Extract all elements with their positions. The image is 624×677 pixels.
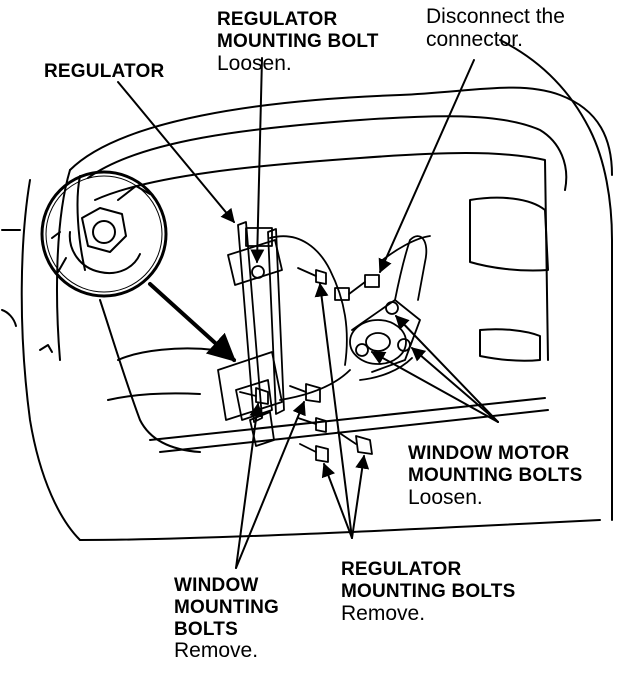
label-rmb-line2: MOUNTING BOLT (217, 31, 379, 52)
label-wmb-line1: WINDOW MOTOR (408, 443, 570, 464)
bolt-detail-icon (40, 170, 168, 298)
window-motor-icon (349, 235, 431, 381)
label-wmbs-line2: MOUNTING (174, 597, 280, 618)
label-rmb-line1: REGULATOR (217, 9, 338, 30)
label-rmbs-action: Remove. (341, 602, 426, 625)
label-wmb-line2: MOUNTING BOLTS (408, 465, 583, 486)
connector-icon (334, 274, 380, 301)
label-window-motor-bolts: WINDOW MOTOR MOUNTING BOLTS Loosen. (408, 444, 583, 508)
label-wmbs-line3: BOLTS (174, 619, 238, 640)
label-wmbs-action: Remove. (174, 639, 259, 662)
label-connector: Disconnect the connector. (426, 6, 565, 50)
label-rmb-action: Loosen. (217, 52, 292, 75)
label-wmbs-line1: WINDOW (174, 575, 259, 596)
window-regulator-icon (217, 221, 351, 447)
door-panel-icon (1, 39, 613, 541)
label-regulator-title: REGULATOR (44, 61, 165, 82)
label-wmb-action: Loosen. (408, 486, 483, 509)
label-regulator-mounting-bolt: REGULATOR MOUNTING BOLT Loosen. (217, 10, 379, 74)
leader-lines (117, 57, 499, 569)
label-regulator: REGULATOR (44, 62, 164, 81)
label-connector-line2: connector. (426, 28, 523, 51)
label-rmbs-line2: MOUNTING BOLTS (341, 581, 516, 602)
label-window-mounting-bolts: WINDOW MOUNTING BOLTS Remove. (174, 576, 279, 661)
label-regulator-mounting-bolts: REGULATOR MOUNTING BOLTS Remove. (341, 560, 516, 624)
label-connector-line1: Disconnect the (426, 5, 565, 28)
label-rmbs-line1: REGULATOR (341, 559, 462, 580)
bolt-icon (239, 265, 411, 463)
